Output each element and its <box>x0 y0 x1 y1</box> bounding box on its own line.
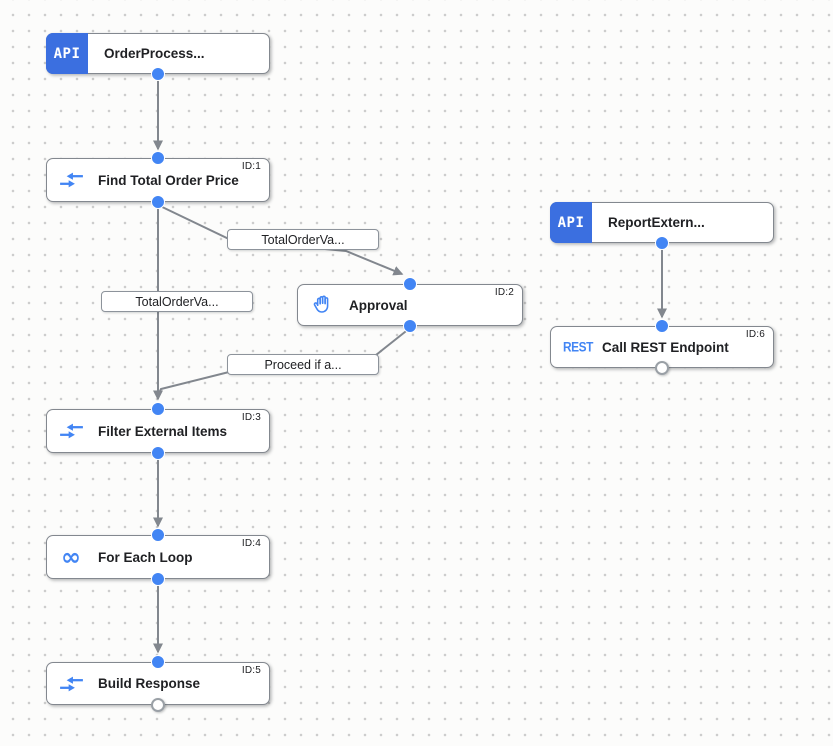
api-trigger-icon: API <box>550 202 592 243</box>
data-mapping-icon <box>60 171 83 190</box>
input-port[interactable] <box>151 402 165 416</box>
node-order-process-trigger[interactable]: API OrderProcess... <box>46 33 270 81</box>
input-port[interactable] <box>655 319 669 333</box>
input-port[interactable] <box>151 528 165 542</box>
node-id-badge: ID:2 <box>494 287 514 298</box>
node-filter-external-items[interactable]: ID:3 Filter External Items <box>46 402 270 460</box>
output-port[interactable] <box>655 361 669 375</box>
hand-approval-icon <box>311 294 333 316</box>
output-port[interactable] <box>655 236 669 250</box>
edge-label-total-order-to-filter[interactable]: TotalOrderVa... <box>101 291 253 312</box>
node-title: OrderProcess... <box>104 46 205 61</box>
api-trigger-icon: API <box>46 33 88 74</box>
input-port[interactable] <box>403 277 417 291</box>
node-title: For Each Loop <box>98 549 193 565</box>
edge-label-total-order-to-approval[interactable]: TotalOrderVa... <box>227 229 379 250</box>
node-id-badge: ID:5 <box>241 665 261 676</box>
output-port[interactable] <box>151 67 165 81</box>
node-call-rest-endpoint[interactable]: ID:6 REST Call REST Endpoint <box>550 319 774 375</box>
node-build-response[interactable]: ID:5 Build Response <box>46 655 270 712</box>
output-port[interactable] <box>151 195 165 209</box>
node-id-badge: ID:4 <box>241 538 261 549</box>
data-mapping-icon <box>60 422 83 441</box>
output-port[interactable] <box>151 572 165 586</box>
node-title: Call REST Endpoint <box>602 339 729 355</box>
node-id-badge: ID:6 <box>745 329 765 340</box>
edge-label-proceed-if-approved[interactable]: Proceed if a... <box>227 354 379 375</box>
node-title: Approval <box>349 297 408 313</box>
rest-icon: REST <box>563 339 593 355</box>
node-id-badge: ID:3 <box>241 412 261 423</box>
input-port[interactable] <box>151 655 165 669</box>
node-find-total-order-price[interactable]: ID:1 Find Total Order Price <box>46 151 270 209</box>
data-mapping-icon <box>60 674 83 693</box>
node-title: ReportExtern... <box>608 215 705 230</box>
node-id-badge: ID:1 <box>241 161 261 172</box>
node-title: Build Response <box>98 676 201 691</box>
output-port[interactable] <box>151 698 165 712</box>
node-report-external-trigger[interactable]: API ReportExtern... <box>550 202 774 250</box>
input-port[interactable] <box>151 151 165 165</box>
node-title: Find Total Order Price <box>98 172 239 188</box>
output-port[interactable] <box>151 446 165 460</box>
node-for-each-loop[interactable]: ID:4 ∞ For Each Loop <box>46 528 270 586</box>
output-port[interactable] <box>403 319 417 333</box>
node-approval[interactable]: ID:2 Approval <box>297 277 523 333</box>
node-title: Filter External Items <box>98 423 228 439</box>
